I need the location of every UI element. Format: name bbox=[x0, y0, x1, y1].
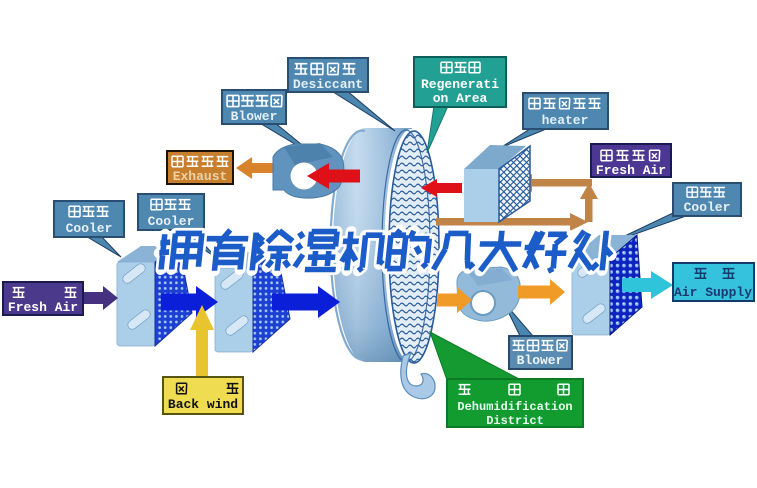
svg-text:Desiccant: Desiccant bbox=[293, 77, 363, 92]
svg-text:heater: heater bbox=[542, 113, 589, 128]
svg-text:on Area: on Area bbox=[433, 91, 488, 106]
svg-text:Cooler: Cooler bbox=[66, 221, 113, 236]
svg-text:District: District bbox=[486, 414, 544, 428]
svg-text:Fresh Air: Fresh Air bbox=[596, 163, 666, 178]
svg-text:Blower: Blower bbox=[517, 353, 564, 368]
svg-text:Exhaust: Exhaust bbox=[173, 169, 228, 184]
svg-text:Fresh Air: Fresh Air bbox=[8, 300, 78, 315]
svg-text:Air Supply: Air Supply bbox=[674, 285, 752, 300]
svg-text:Back wind: Back wind bbox=[168, 397, 238, 412]
svg-text:Cooler: Cooler bbox=[684, 200, 731, 215]
svg-text:Blower: Blower bbox=[231, 109, 278, 124]
svg-text:Dehumidification: Dehumidification bbox=[457, 400, 572, 414]
svg-text:Regenerati: Regenerati bbox=[421, 77, 499, 92]
svg-text:Cooler: Cooler bbox=[148, 214, 195, 229]
